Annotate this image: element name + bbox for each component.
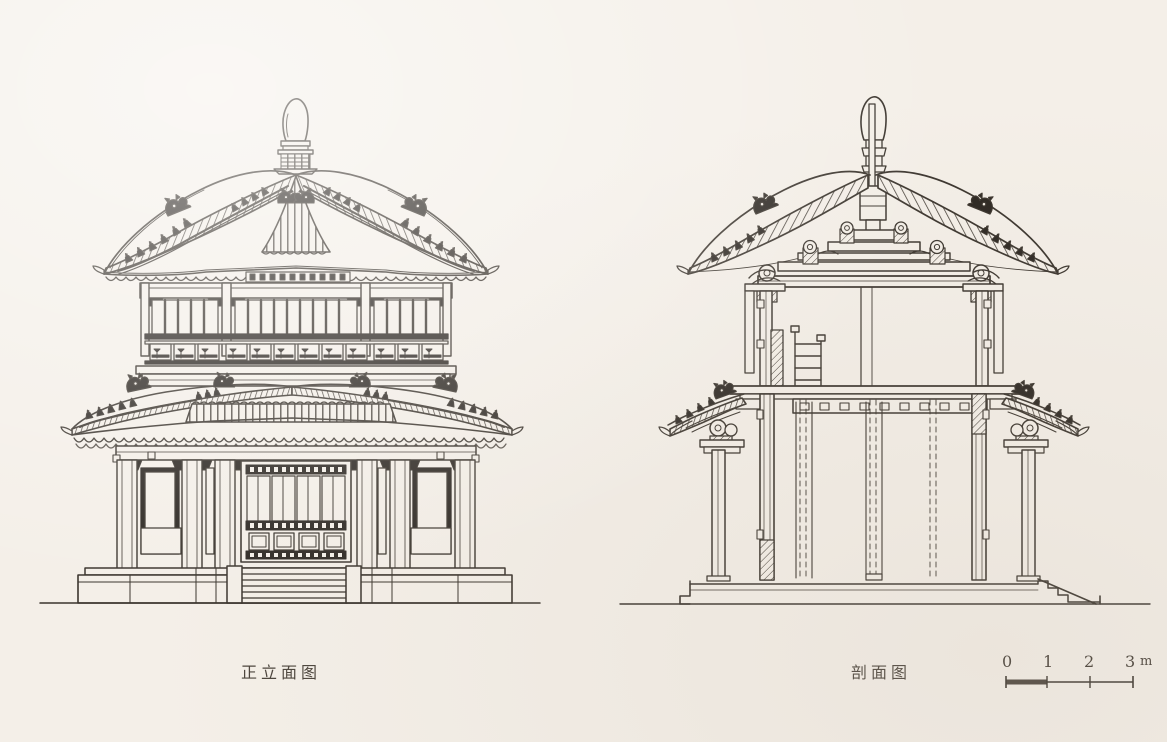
stone-podium <box>39 565 541 604</box>
section-roof-framing <box>757 221 991 288</box>
front-elevation-caption: 正立面图 <box>241 663 322 682</box>
side-bay-windows <box>140 467 452 555</box>
section-roof-finial <box>859 96 887 240</box>
scale-bar-graphic <box>1005 676 1134 688</box>
entrance-stair <box>240 567 348 604</box>
scale-tick-1: 1 <box>1043 652 1054 671</box>
upper-window-bay-centre <box>234 298 358 338</box>
scale-tick-0: 0 <box>1002 652 1013 671</box>
mid-dougong-right <box>909 239 946 265</box>
scale-tick-3: 3 <box>1125 652 1136 671</box>
section-lower-eave-left <box>658 376 747 437</box>
upper-dougong-left <box>839 221 855 244</box>
section-lower-eave-right <box>1001 376 1090 437</box>
section-upper-roof <box>676 170 1070 275</box>
balcony-deck <box>135 365 457 387</box>
upper-bracket-band <box>245 271 351 283</box>
central-door[interactable] <box>240 460 352 563</box>
upper-dougong-right <box>893 221 909 244</box>
interior-ladder <box>790 325 826 387</box>
section-podium <box>619 578 1151 605</box>
upper-window-bay-left <box>151 298 219 338</box>
scale-unit-label: m <box>1140 654 1153 669</box>
scale-tick-2: 2 <box>1084 652 1095 671</box>
section-upper-interior <box>744 286 1004 387</box>
lower-eave-roof <box>60 370 524 449</box>
front-elevation-drawing <box>39 98 541 604</box>
roof-finial-ornament <box>273 98 318 175</box>
upper-storey <box>135 271 457 387</box>
section-drawing <box>619 96 1151 605</box>
section-caption: 剖面图 <box>851 663 912 682</box>
upper-balustrade <box>144 333 449 365</box>
section-exterior-steps <box>1037 578 1101 605</box>
scale-bar: 0 1 2 3 m <box>1002 652 1152 688</box>
mid-dougong-left <box>802 239 839 265</box>
upper-window-bay-right <box>373 298 441 338</box>
section-ground-columns <box>706 393 1041 582</box>
ground-storey <box>112 445 480 579</box>
upper-roof <box>92 170 500 282</box>
